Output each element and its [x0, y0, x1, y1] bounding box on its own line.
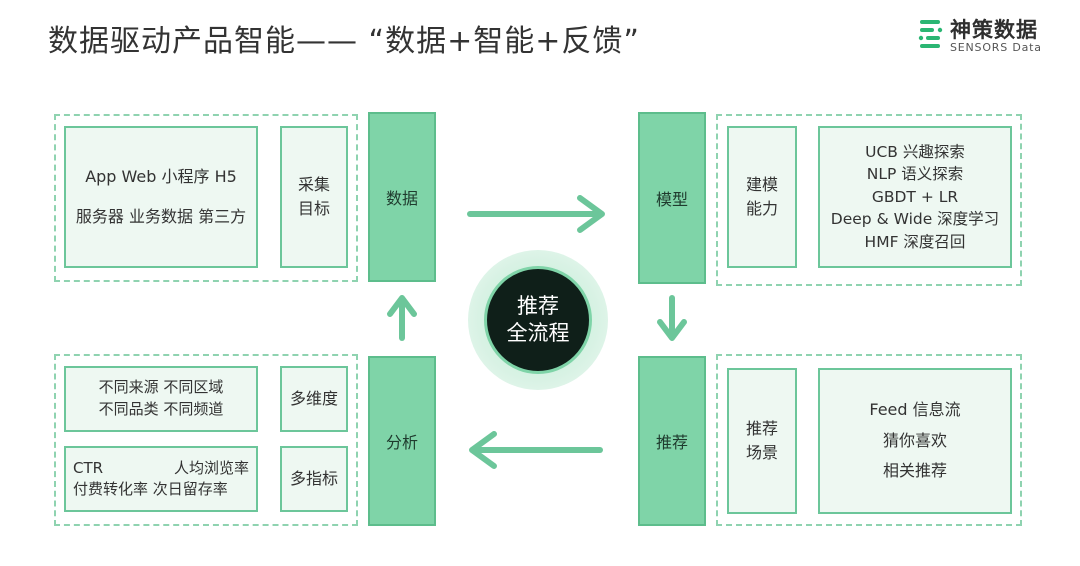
recommend-scene-box: 推荐 场景	[727, 368, 797, 514]
recommend-scene-label: 推荐 场景	[745, 419, 778, 462]
logo-text-en: SENSORS Data	[950, 41, 1042, 54]
analysis-column-label: 分析	[385, 433, 418, 452]
metric-ctr: CTR	[73, 459, 104, 477]
model-group	[716, 114, 1022, 286]
recommend-flow-badge: 推荐 全流程	[484, 266, 592, 374]
data-column-label: 数据	[385, 189, 418, 208]
dimensions-label-box: 多维度	[280, 366, 348, 432]
arrow-left-icon	[469, 431, 603, 469]
recommend-column: 推荐	[638, 356, 706, 526]
data-sources-box: App Web 小程序 H5 服务器 业务数据 第三方	[64, 126, 258, 268]
recommend-scenes-box: Feed 信息流 猜你喜欢 相关推荐	[818, 368, 1012, 514]
recommend-flow-center: 推荐 全流程	[468, 250, 608, 390]
arrow-down-icon	[657, 295, 687, 341]
arrow-up-icon	[387, 295, 417, 341]
modeling-capability-box: 建模 能力	[727, 126, 797, 268]
recommend-flow-label: 推荐 全流程	[506, 293, 570, 345]
model-methods-text: UCB 兴趣探索 NLP 语义探索 GBDT + LR Deep & Wide …	[830, 142, 1000, 251]
sensors-data-logo: 神策数据 SENSORS Data	[916, 14, 1066, 56]
recommend-column-label: 推荐	[655, 433, 688, 452]
collection-target-box: 采集 目标	[280, 126, 348, 268]
logo-mark-icon	[918, 20, 943, 48]
metrics-label: 多指标	[289, 469, 338, 488]
modeling-capability-label: 建模 能力	[745, 175, 778, 218]
recommend-group	[716, 354, 1022, 526]
analysis-column: 分析	[368, 356, 436, 526]
metrics-label-box: 多指标	[280, 446, 348, 512]
data-column: 数据	[368, 112, 436, 282]
metric-conversion-retention: 付费转化率 次日留存率	[73, 480, 228, 498]
logo-text-cn: 神策数据	[950, 18, 1038, 42]
arrow-right-icon	[467, 195, 605, 233]
recommend-scenes-text: Feed 信息流 猜你喜欢 相关推荐	[869, 400, 961, 481]
model-methods-box: UCB 兴趣探索 NLP 语义探索 GBDT + LR Deep & Wide …	[818, 126, 1012, 268]
dimensions-text: 不同来源 不同区域 不同品类 不同频道	[98, 378, 224, 418]
model-column: 模型	[638, 112, 706, 284]
metric-avg-browse: 人均浏览率	[173, 459, 249, 477]
model-column-label: 模型	[655, 190, 688, 209]
slide-title: 数据驱动产品智能—— “数据+智能+反馈”	[48, 24, 640, 59]
dimensions-label: 多维度	[289, 389, 338, 408]
metrics-box: CTR 人均浏览率 付费转化率 次日留存率	[64, 446, 258, 512]
collection-target-label: 采集 目标	[297, 175, 330, 218]
dimensions-box: 不同来源 不同区域 不同品类 不同频道	[64, 366, 258, 432]
data-sources-group	[54, 114, 358, 282]
analysis-group	[54, 354, 358, 526]
data-sources-text: App Web 小程序 H5 服务器 业务数据 第三方	[75, 167, 247, 226]
